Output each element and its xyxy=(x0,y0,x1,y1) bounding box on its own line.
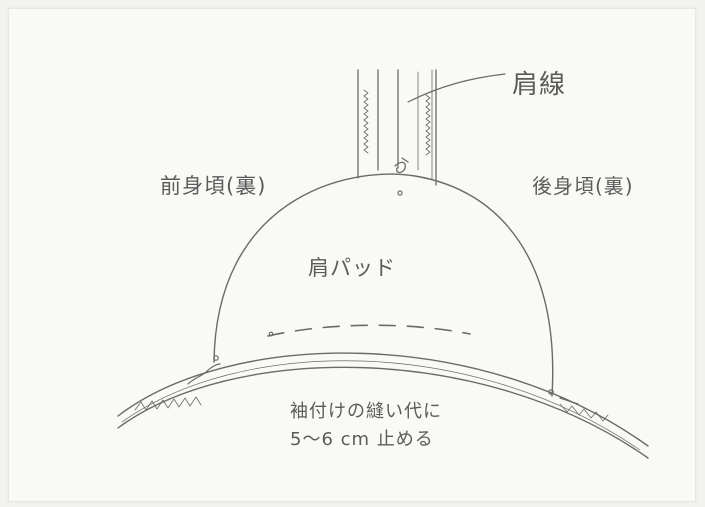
stitch-dashed-line xyxy=(267,324,471,337)
leader-line xyxy=(407,73,506,103)
shoulder-pad-outline xyxy=(213,173,554,397)
note-line-2: 5～6 cm 止める xyxy=(290,429,434,450)
back-body-label: 後身頃(裏) xyxy=(532,174,634,198)
shoulder-seam-strips xyxy=(357,69,437,186)
front-body-label: 前身頃(裏) xyxy=(160,174,267,198)
left-tack-mark xyxy=(187,355,221,385)
tack-point xyxy=(397,190,403,196)
shoulder-line-label: 肩線 xyxy=(512,70,567,100)
instruction-note: 袖付けの縫い代に 5～6 cm 止める xyxy=(290,398,442,454)
shoulder-pad-label: 肩パッド xyxy=(308,256,396,280)
right-tack-mark xyxy=(548,389,579,405)
note-line-1: 袖付けの縫い代に xyxy=(290,401,442,422)
top-tack-mark xyxy=(394,157,409,174)
